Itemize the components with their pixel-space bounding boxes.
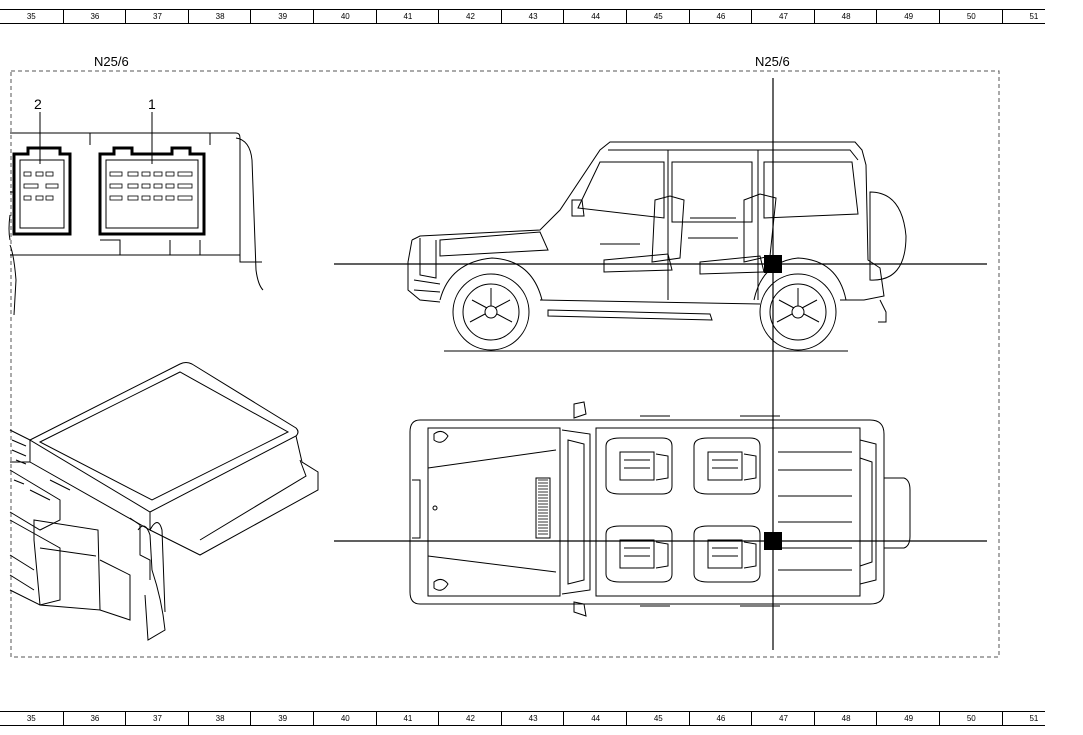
vehicle-side-view-icon	[407, 141, 907, 352]
hood-vent	[538, 479, 548, 535]
pin-slot	[35, 195, 44, 201]
pin-slot	[127, 183, 139, 189]
control-unit-icon	[9, 362, 319, 641]
pin-slot	[109, 183, 123, 189]
seat-icon	[693, 437, 761, 495]
ruler-column-48: 48	[813, 10, 878, 23]
ruler-column-43: 43	[500, 712, 565, 725]
ruler-column-46: 46	[688, 712, 753, 725]
ruler-column-40: 40	[313, 10, 377, 23]
component-label-left: N25/6	[94, 54, 129, 69]
location-marker-icon	[764, 255, 782, 273]
ruler-column-35: 35	[26, 12, 36, 21]
ruler-column-51: 51	[1001, 712, 1066, 725]
ruler-column-38: 38	[187, 712, 252, 725]
pin-slot	[23, 195, 32, 201]
pin-slot	[165, 195, 175, 201]
pin-slot	[177, 183, 193, 189]
ruler-column-50: 50	[939, 712, 1003, 725]
location-crosshair	[334, 78, 987, 650]
pin-slot	[45, 171, 54, 177]
ruler-column-49: 49	[876, 712, 940, 725]
ruler-column-47: 47	[751, 10, 815, 23]
pin-slot	[153, 183, 163, 189]
pin-callout-1: 1	[148, 96, 156, 112]
connector-pins	[23, 171, 193, 201]
seat-icon	[693, 525, 761, 583]
pin-slot	[141, 195, 151, 201]
ruler-column-37: 37	[125, 712, 189, 725]
pin-slot	[165, 171, 175, 177]
component-frame	[10, 70, 1000, 658]
ruler-column-36: 36	[62, 10, 127, 23]
pin-slot	[35, 171, 44, 177]
pin-slot	[45, 195, 54, 201]
ruler-column-39: 39	[250, 712, 314, 725]
pin-slot	[23, 183, 39, 189]
pin-slot	[153, 195, 163, 201]
ruler-column-47: 47	[751, 712, 815, 725]
pin-slot	[153, 171, 163, 177]
pin-slot	[141, 171, 151, 177]
ruler-column-42: 42	[438, 10, 502, 23]
ruler-column-41: 41	[375, 10, 440, 23]
pin-slot	[23, 171, 32, 177]
pin-slot	[177, 171, 193, 177]
pin-slot	[127, 195, 139, 201]
front-wheel	[452, 273, 530, 351]
pin-slot	[165, 183, 175, 189]
pin-slot	[127, 171, 139, 177]
connector-housing-icon	[8, 112, 264, 316]
ruler-column-44: 44	[563, 10, 627, 23]
pin-slot	[141, 183, 151, 189]
ruler-column-48: 48	[813, 712, 878, 725]
pin-slot	[109, 195, 123, 201]
rear-wheel	[759, 273, 837, 351]
pin-slot	[177, 195, 193, 201]
ruler-column-43: 43	[500, 10, 565, 23]
pin-slot	[109, 171, 123, 177]
seat-icon	[605, 437, 673, 495]
seat-icon	[605, 525, 673, 583]
ruler-column-36: 36	[62, 712, 127, 725]
seats-top-view	[605, 437, 761, 583]
ruler-column-51: 51	[1001, 10, 1066, 23]
ruler-column-41: 41	[375, 712, 440, 725]
component-label-right: N25/6	[755, 54, 790, 69]
ruler-column-46: 46	[688, 10, 753, 23]
ruler-column-50: 50	[939, 10, 1003, 23]
ruler-column-44: 44	[563, 712, 627, 725]
ruler-column-40: 40	[313, 712, 377, 725]
ruler-column-39: 39	[250, 10, 314, 23]
ruler-column-49: 49	[876, 10, 940, 23]
ruler-column-42: 42	[438, 712, 502, 725]
ruler-column-37: 37	[125, 10, 189, 23]
location-marker-icon	[764, 532, 782, 550]
ruler-column-45: 45	[626, 10, 690, 23]
ruler-column-45: 45	[626, 712, 690, 725]
ruler-column-35: 35	[26, 714, 36, 723]
ruler-column-38: 38	[187, 10, 252, 23]
vehicle-top-view-icon	[409, 401, 911, 617]
pin-slot	[45, 183, 59, 189]
pin-callout-2: 2	[34, 96, 42, 112]
